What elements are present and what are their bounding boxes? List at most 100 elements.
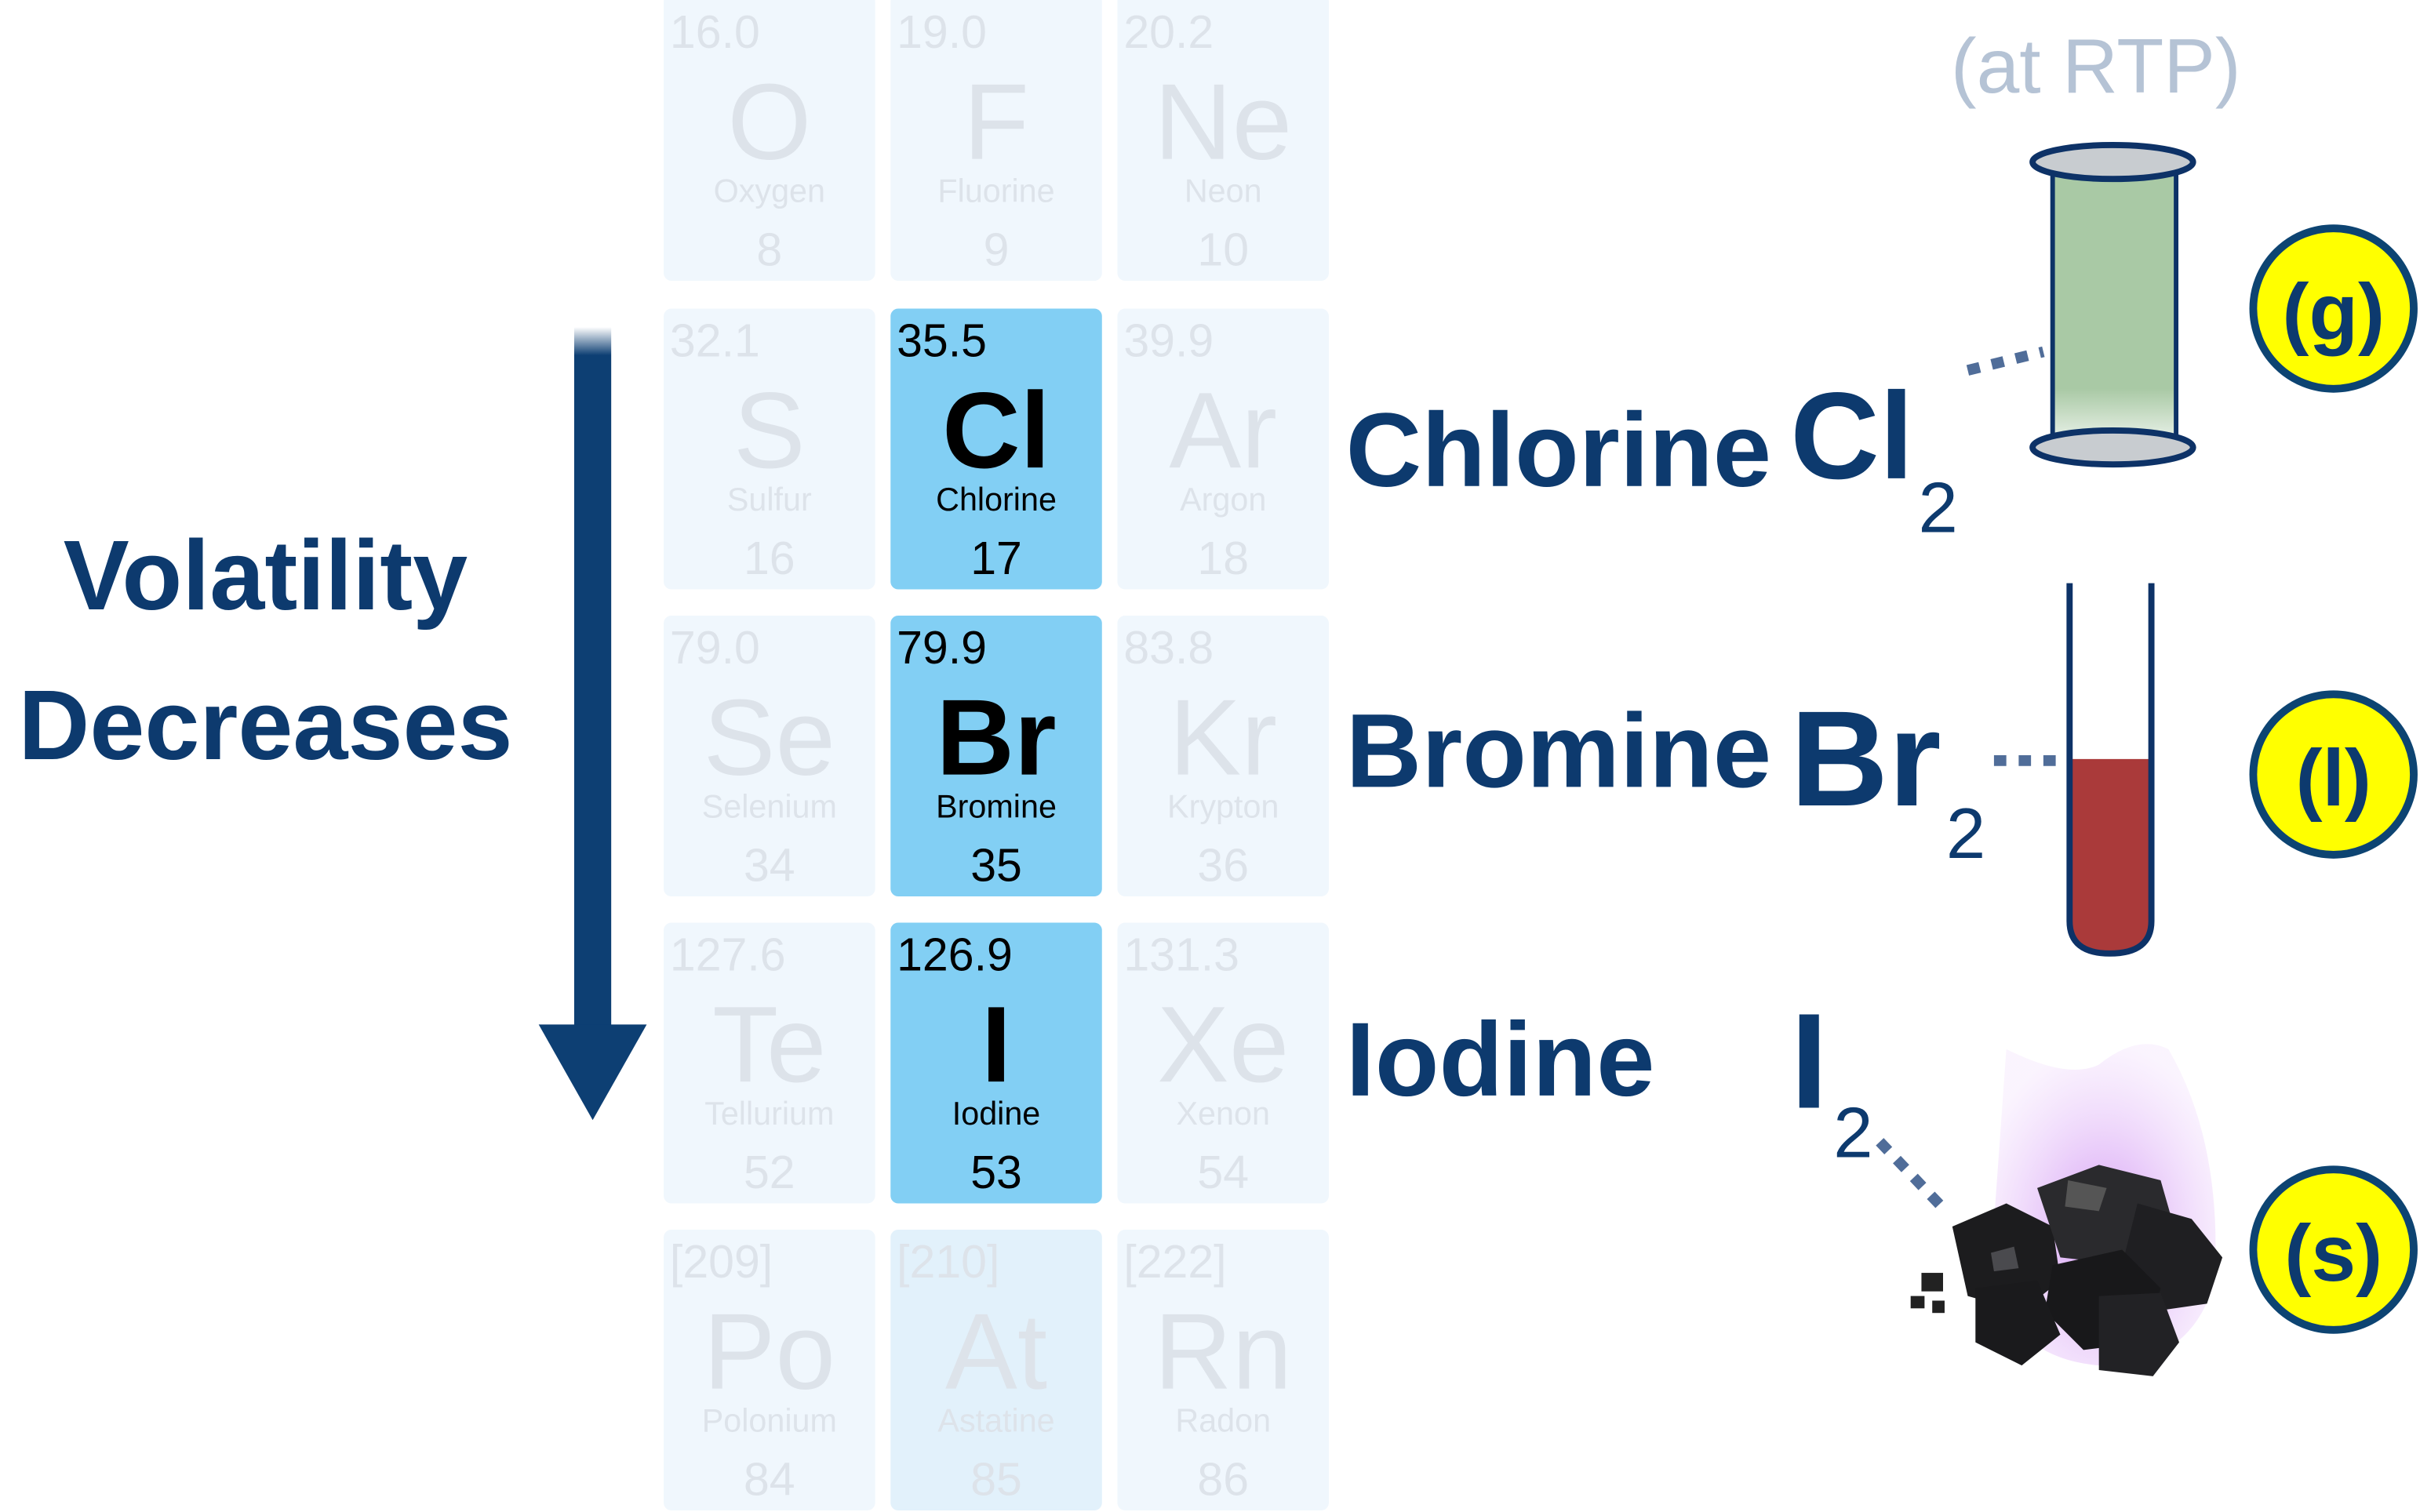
halogen-name: Chlorine: [1346, 392, 1772, 509]
element-number: 52: [744, 1147, 795, 1198]
element-number: 17: [970, 532, 1022, 584]
element-name: Radon: [1175, 1403, 1271, 1439]
state-badge-gas: (g): [2249, 224, 2418, 393]
element-number: 10: [1197, 224, 1249, 275]
halogen-row-iodine: Iodine I 2 (s): [1346, 985, 2418, 1376]
cell-background: [664, 1229, 875, 1511]
state-label: (g): [2282, 267, 2385, 357]
element-number: 9: [984, 224, 1010, 275]
gas-jar-icon: [2029, 141, 2196, 468]
state-badge-solid: (s): [2249, 1165, 2418, 1334]
trend-label-line1: Volatility: [64, 520, 468, 631]
element-mass: [210]: [897, 1236, 999, 1288]
element-number: 84: [744, 1453, 795, 1505]
element-mass: [209]: [670, 1236, 773, 1288]
element-number: 86: [1197, 1453, 1249, 1505]
element-name: Tellurium: [704, 1096, 834, 1132]
iodine-crystals-icon: [1910, 1044, 2223, 1376]
element-mass: [222]: [1123, 1236, 1226, 1288]
element-number: 35: [970, 839, 1022, 891]
cell-background: [1117, 922, 1329, 1204]
element-symbol: At: [945, 1292, 1047, 1412]
element-name: Polonium: [702, 1403, 837, 1439]
cell-background: [890, 0, 1102, 282]
element-name: Iodine: [952, 1096, 1041, 1132]
element-name: Argon: [1180, 482, 1266, 518]
element-symbol: Ar: [1169, 370, 1277, 491]
cell-background: [1117, 615, 1329, 897]
halogen-name: Bromine: [1346, 692, 1772, 809]
state-badge-liquid: (l): [2249, 690, 2418, 859]
element-name: Selenium: [702, 789, 837, 825]
halogen-subscript: 2: [1833, 1094, 1872, 1173]
element-symbol: Te: [712, 984, 826, 1105]
cell-background: [664, 615, 875, 897]
cell-background: [664, 308, 875, 590]
element-name: Astatine: [937, 1403, 1054, 1439]
state-label: (s): [2284, 1208, 2382, 1298]
cell-background: [890, 615, 1102, 897]
element-mass: 19.0: [897, 6, 987, 58]
element-symbol: Po: [704, 1292, 835, 1412]
down-arrow-icon: [538, 327, 647, 1121]
trend-label-line2: Decreases: [18, 670, 512, 780]
halogen-row-bromine: Bromine Br 2 (l): [1346, 583, 2418, 957]
element-number: 53: [970, 1147, 1022, 1198]
element-number: 85: [970, 1453, 1022, 1505]
element-name: Chlorine: [936, 482, 1057, 518]
connector-line: [1876, 1138, 1946, 1211]
element-number: 54: [1197, 1147, 1249, 1198]
test-tube-icon: [2066, 583, 2155, 957]
cell-background: [664, 0, 875, 282]
halogen-name: Iodine: [1346, 1001, 1655, 1118]
element-name: Fluorine: [937, 173, 1054, 209]
halogen-row-chlorine: Chlorine Cl 2 (g): [1346, 141, 2418, 548]
periodic-table-fragment: 16.0OOxygen819.0FFluorine920.2NeNeon1032…: [664, 0, 1329, 1511]
halogen-formula: Cl: [1790, 368, 1913, 505]
element-mass: 20.2: [1123, 6, 1214, 58]
element-mass: 126.9: [897, 929, 1013, 980]
element-mass: 35.5: [897, 314, 987, 366]
element-symbol: Cl: [942, 370, 1050, 491]
element-name: Sulfur: [727, 482, 812, 518]
element-mass: 131.3: [1123, 929, 1239, 980]
element-symbol: Ne: [1154, 62, 1292, 183]
cell-background: [1117, 1229, 1329, 1511]
cell-background: [890, 1229, 1102, 1511]
halogen-formula: I: [1790, 985, 1828, 1137]
halogen-subscript: 2: [1946, 794, 1985, 874]
element-name: Bromine: [936, 789, 1057, 825]
element-name: Krypton: [1167, 789, 1279, 825]
element-symbol: F: [963, 62, 1029, 183]
connector-line: [1966, 346, 2045, 376]
element-symbol: Xe: [1157, 984, 1289, 1105]
element-name: Neon: [1185, 173, 1262, 209]
cell-background: [890, 308, 1102, 590]
element-number: 16: [744, 532, 795, 584]
cell-background: [890, 922, 1102, 1204]
element-symbol: Kr: [1169, 678, 1277, 798]
cell-background: [1117, 308, 1329, 590]
element-mass: 39.9: [1123, 314, 1214, 366]
element-name: Xenon: [1177, 1096, 1270, 1132]
element-symbol: S: [733, 370, 806, 491]
element-mass: 127.6: [670, 929, 786, 980]
element-number: 36: [1197, 839, 1249, 891]
cell-background: [1117, 0, 1329, 282]
rtp-label: (at RTP): [1951, 23, 2241, 109]
element-number: 18: [1197, 532, 1249, 584]
